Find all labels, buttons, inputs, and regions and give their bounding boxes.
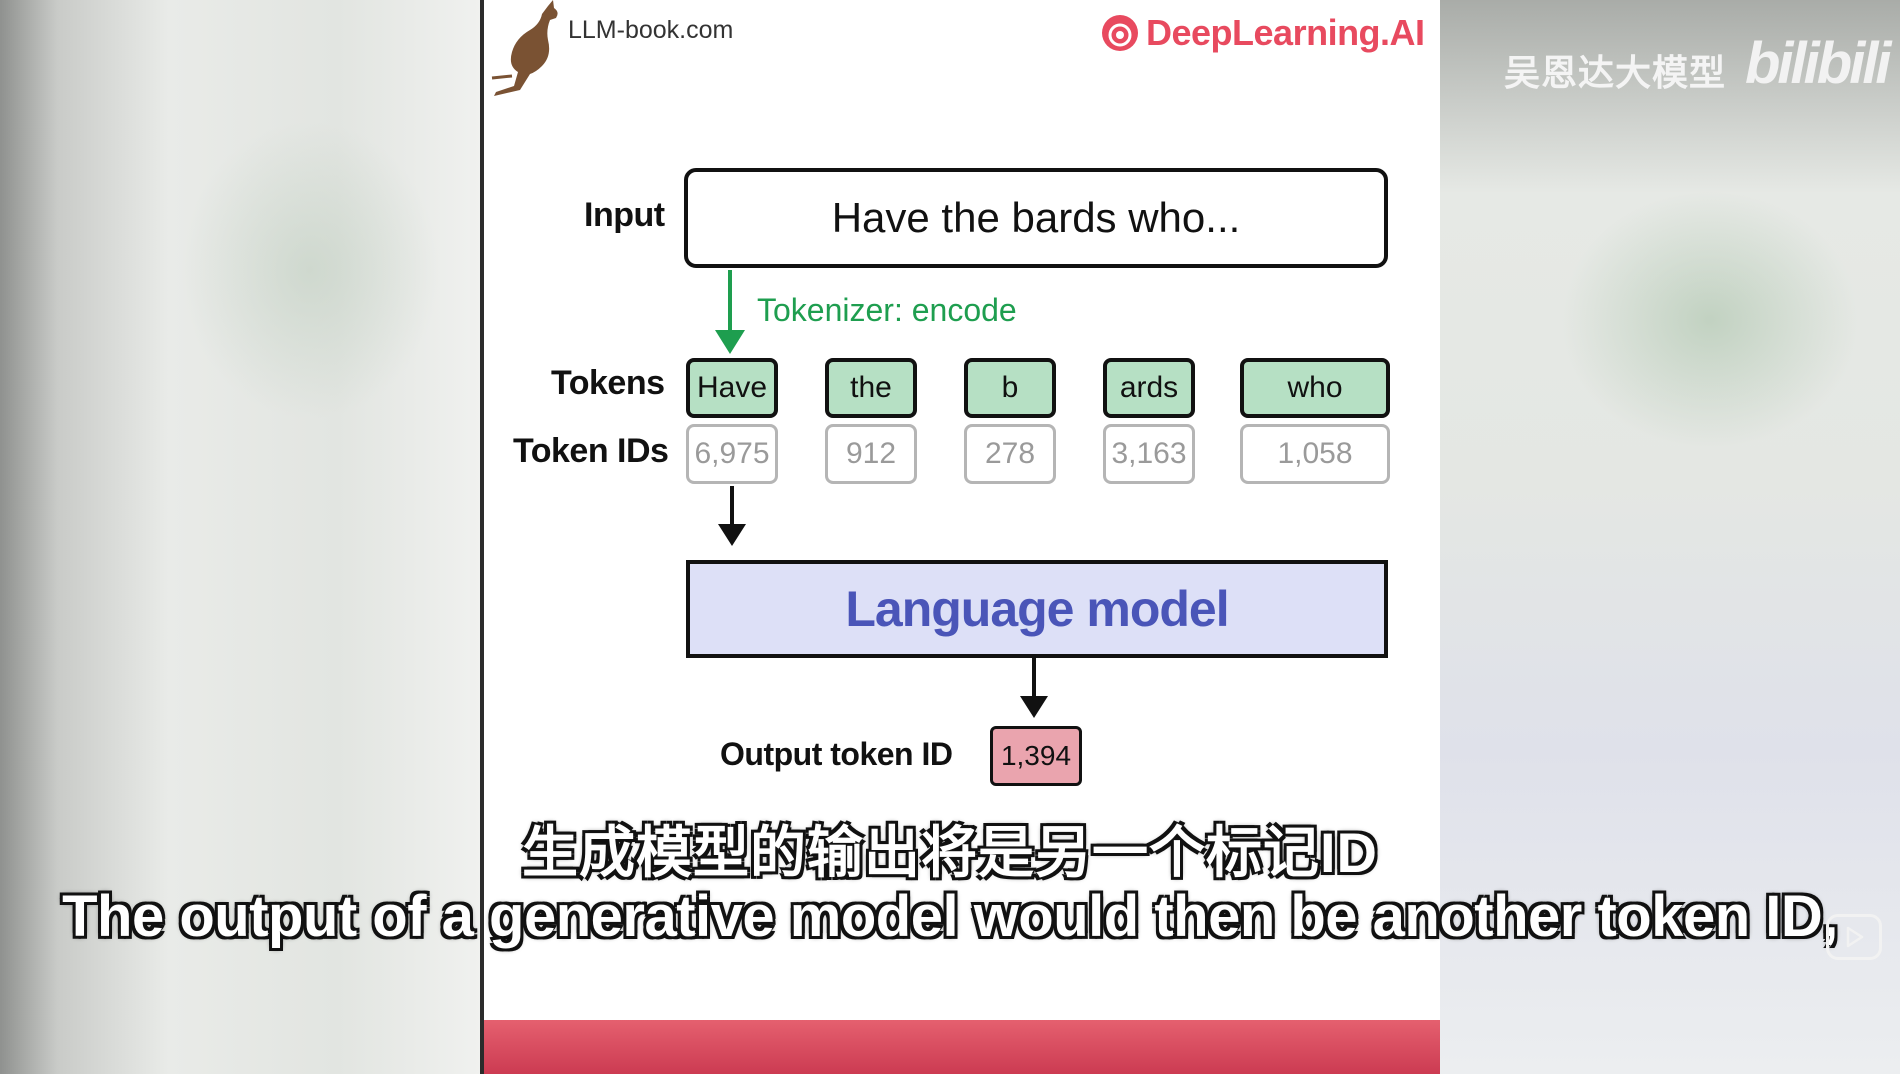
token-id-box: 278 — [964, 424, 1056, 484]
bottom-color-band — [484, 1020, 1440, 1074]
token-box: b — [964, 358, 1056, 418]
output-token-box: 1,394 — [990, 726, 1082, 786]
token-ids-label: Token IDs — [513, 432, 668, 471]
tokenizer-label: Tokenizer: encode — [757, 292, 1017, 329]
play-button[interactable] — [1826, 914, 1882, 960]
token-box: the — [825, 358, 917, 418]
deeplearning-logo-icon — [1100, 13, 1140, 53]
input-label: Input — [584, 196, 665, 235]
token-id-box: 3,163 — [1103, 424, 1195, 484]
channel-watermark: 吴恩达大模型 — [1504, 44, 1726, 96]
output-label: Output token ID — [720, 736, 952, 773]
site-label: LLM-book.com — [568, 16, 733, 45]
kangaroo-logo — [490, 0, 570, 100]
input-box: Have the bards who... — [684, 168, 1388, 268]
token-id-box: 1,058 — [1240, 424, 1390, 484]
model-to-output-arrow-head — [1020, 696, 1048, 718]
encode-arrow-line — [728, 270, 732, 334]
token-id-box: 6,975 — [686, 424, 778, 484]
subtitle-english: The output of a generative model would t… — [40, 880, 1860, 954]
tokens-label: Tokens — [551, 364, 665, 403]
encode-arrow-head — [715, 330, 745, 354]
token-box: who — [1240, 358, 1390, 418]
token-id-box: 912 — [825, 424, 917, 484]
model-to-output-arrow-line — [1032, 658, 1036, 700]
ids-to-model-arrow-head — [718, 524, 746, 546]
ids-to-model-arrow-line — [730, 486, 734, 528]
token-box: Have — [686, 358, 778, 418]
brand-label: DeepLearning.AI — [1146, 12, 1425, 54]
subtitle-chinese: 生成模型的输出将是另一个标记ID — [0, 808, 1900, 889]
token-box: ards — [1103, 358, 1195, 418]
play-icon — [1842, 925, 1866, 949]
language-model-box: Language model — [686, 560, 1388, 658]
platform-logo: bilibili — [1745, 30, 1889, 97]
brand-logo: DeepLearning.AI — [1100, 12, 1425, 54]
